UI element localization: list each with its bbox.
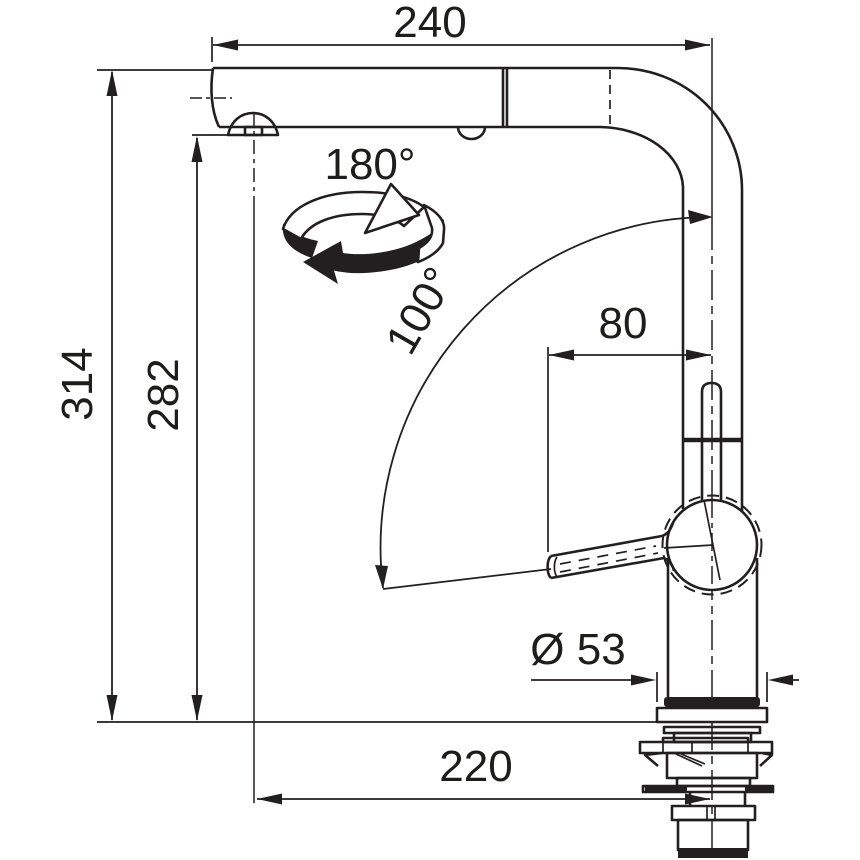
- dim-220-arrow-left: [257, 793, 282, 805]
- dimension-80: 80: [547, 299, 711, 552]
- label-282: 282: [139, 358, 188, 431]
- spout-tip-edge: [210, 67, 221, 128]
- lever-grip-cap-inner: [553, 556, 558, 578]
- dimension-dia-53: Ø 53: [530, 625, 799, 702]
- rotation-icon-180: 180°: [281, 140, 446, 284]
- mounting-block-thread-mark: [675, 753, 706, 767]
- lever-handle: [382, 522, 676, 590]
- dim-282-arrow-bottom: [191, 695, 203, 721]
- label-180deg: 180°: [324, 140, 415, 189]
- label-dia-53: Ø 53: [530, 625, 625, 674]
- dim-282-arrow-top: [191, 136, 203, 162]
- tab-ring: [638, 740, 774, 755]
- faucet-spout: [210, 66, 744, 191]
- dim-53-arrow-right: [768, 674, 793, 686]
- spout-top-edge: [213, 66, 744, 191]
- spout-bottom-edge: [219, 125, 685, 188]
- dimension-314: 314: [53, 69, 657, 723]
- center-lines: [190, 38, 713, 858]
- lever-rotated-position-line: [382, 568, 552, 590]
- lever-bottom-edge: [550, 556, 676, 580]
- dim-240-arrow-left: [213, 39, 238, 51]
- dim-314-arrow-bottom: [106, 695, 118, 721]
- dimension-220: 220: [257, 742, 710, 805]
- dim-80-arrow-right: [686, 349, 711, 361]
- dim-314-arrow-top: [106, 70, 118, 96]
- lever-top-edge: [550, 522, 675, 558]
- label-314: 314: [53, 347, 102, 420]
- label-240: 240: [393, 0, 466, 47]
- dim-53-arrow-left: [631, 674, 656, 686]
- aerator-outlet: [243, 125, 264, 137]
- arc-100-path: [379, 216, 711, 589]
- neck-tube: [700, 381, 723, 501]
- tab-ring-notches: [662, 742, 749, 753]
- deck-plate-right-section: [745, 786, 773, 792]
- dimension-240: 240: [211, 0, 710, 62]
- pullout-joint-lines: [501, 68, 509, 127]
- lever-axis-in-ball: [663, 544, 714, 549]
- arc-100-arrow-bottom: [375, 565, 388, 589]
- faucet-column: [666, 187, 759, 703]
- rotation-ring-bottom-black-arrow: [303, 218, 444, 284]
- dimension-282: 282: [139, 134, 230, 721]
- mounting-nut-facets: [706, 806, 716, 820]
- dim-240-arrow-right: [685, 39, 710, 51]
- swing-arc-100: 100°: [375, 210, 713, 589]
- rotation-ring-white-arrowhead: [363, 182, 421, 235]
- spray-button-bump: [456, 126, 487, 141]
- label-220: 220: [439, 742, 512, 791]
- mounting-base: [638, 697, 775, 858]
- dim-80-arrow-left: [549, 349, 574, 361]
- lever-ball-joint: [661, 381, 763, 596]
- threaded-shank: [676, 818, 750, 852]
- mounting-block-wings: [643, 751, 774, 767]
- deck-plate-left-section: [645, 786, 687, 792]
- shank-end-band: [678, 848, 748, 858]
- label-100deg: 100°: [376, 259, 464, 362]
- mounting-nut: [670, 804, 757, 822]
- dim-220-arrow-right: [685, 793, 710, 805]
- base-flange: [655, 706, 769, 724]
- label-80: 80: [599, 299, 648, 348]
- rotation-ring-right-white: [416, 203, 446, 264]
- aerator-dome: [226, 111, 280, 137]
- lever-hidden-line-2: [559, 552, 659, 573]
- base-gasket: [664, 697, 760, 707]
- lever-grip-cap: [546, 555, 553, 579]
- lever-hidden-line-1: [559, 545, 657, 565]
- arc-100-arrow-top: [688, 210, 713, 224]
- ball-rotation-dashed-circle: [661, 494, 763, 596]
- dim-53-ext-ticks: [656, 672, 768, 702]
